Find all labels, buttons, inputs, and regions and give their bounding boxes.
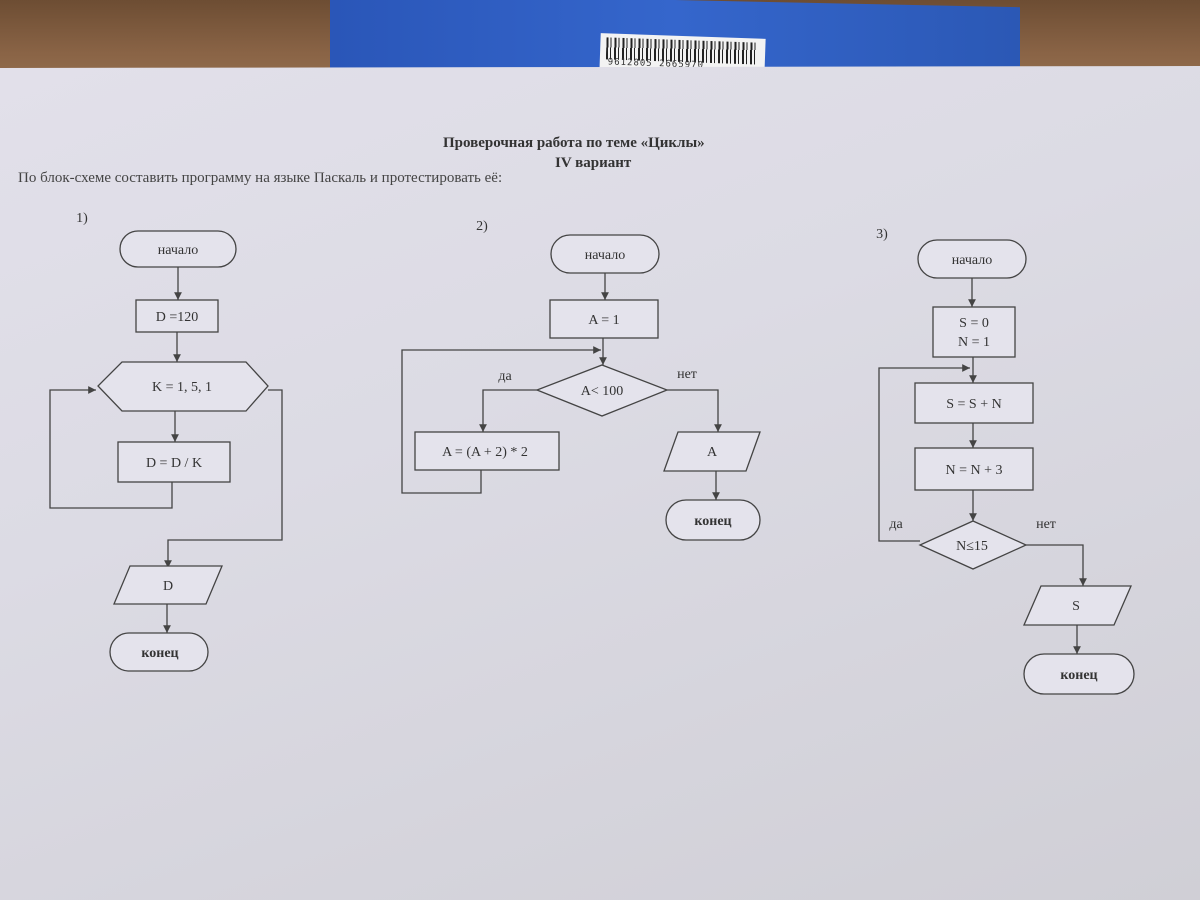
d3-number: 3)	[876, 227, 888, 242]
d3-output-parallelogram	[1023, 585, 1132, 626]
d1-body-box	[117, 441, 231, 483]
d1-loop-hexagon	[97, 361, 269, 412]
flowchart-3	[878, 239, 1135, 695]
d1-output-parallelogram	[113, 565, 223, 605]
d3-condition-diamond	[918, 520, 1028, 570]
d3-init2-label: N = 1	[958, 335, 990, 350]
d3-init-box	[932, 306, 1016, 358]
d1-start-label: начало	[158, 243, 199, 258]
d3-increment-box	[914, 447, 1034, 491]
d2-condition-diamond	[535, 364, 669, 417]
d1-output-label: D	[163, 579, 173, 594]
d2-end-label: конец	[694, 514, 731, 529]
d1-assign-label: D =120	[156, 310, 199, 325]
worksheet-title: Проверочная работа по теме «Циклы»	[443, 135, 705, 151]
d3-end-terminal	[1023, 653, 1135, 695]
d1-body-label: D = D / K	[146, 456, 202, 471]
flowchart-2	[401, 234, 761, 541]
d3-end-label: конец	[1060, 668, 1097, 683]
worksheet-variant: IV вариант	[555, 155, 632, 171]
d2-condition-label: A< 100	[581, 384, 624, 399]
d2-start-label: начало	[585, 248, 626, 263]
d2-yes-label: да	[498, 369, 512, 384]
d2-body-box	[414, 431, 560, 471]
d3-start-label: начало	[952, 253, 993, 268]
d1-end-terminal	[109, 632, 209, 672]
d3-yes-label: да	[889, 517, 903, 532]
d2-output-label: A	[707, 445, 718, 460]
d3-no-label: нет	[1036, 517, 1056, 532]
d1-assign-box	[135, 299, 219, 333]
d2-end-terminal	[665, 499, 761, 541]
d3-step1-label: S = S + N	[946, 397, 1001, 412]
d3-condition-label: N≤15	[956, 539, 988, 554]
d3-sum-box	[914, 382, 1034, 424]
d2-assign-label: A = 1	[588, 313, 619, 328]
d3-step2-label: N = N + 3	[945, 463, 1002, 478]
d3-output-label: S	[1072, 599, 1080, 614]
d1-end-label: конец	[141, 646, 178, 661]
d2-number: 2)	[476, 219, 488, 234]
d2-body-label: A = (A + 2) * 2	[442, 445, 528, 460]
d2-assign-box	[549, 299, 659, 339]
d3-init1-label: S = 0	[959, 316, 989, 331]
worksheet-task: По блок-схеме составить программу на язы…	[18, 170, 503, 186]
d2-no-label: нет	[677, 367, 697, 382]
flowchart-1	[49, 230, 283, 672]
d2-output-parallelogram	[663, 431, 761, 472]
d1-loop-label: K = 1, 5, 1	[152, 380, 212, 395]
d1-number: 1)	[76, 211, 88, 226]
